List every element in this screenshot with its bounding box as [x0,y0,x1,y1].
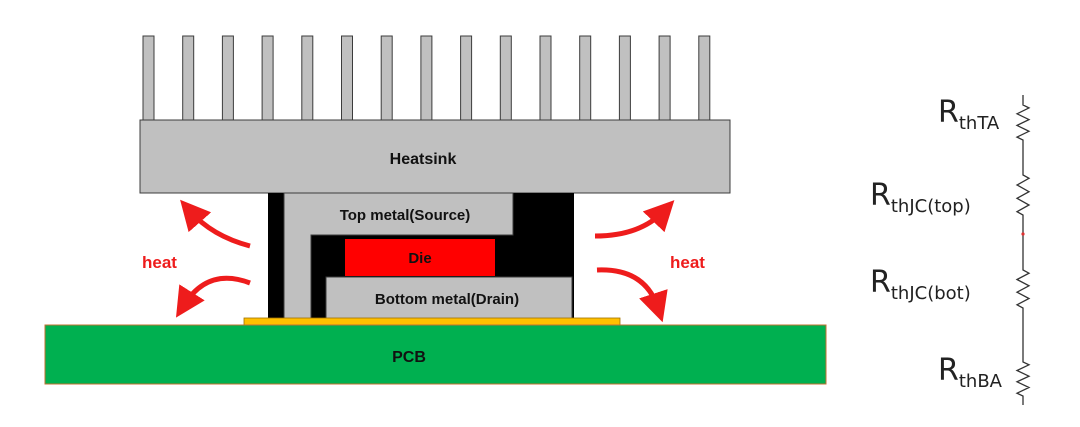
heat-arrow-left-upper [180,199,251,249]
thermal-resistance-network: RthTA RthJC(top) RthJC(bot) RthBA [870,95,1031,405]
top-metal-label: Top metal(Source) [340,207,471,224]
heatsink-fin [221,35,234,122]
pcb-board [44,324,827,385]
heatsink-fin [261,35,274,122]
heatsink-fin [301,35,314,122]
resistor-label-thJC-top: RthJC(top) [870,178,971,217]
heat-label-left: heat [142,253,177,272]
heatsink-fin [142,35,155,122]
heatsink-fin [380,35,393,122]
resistor-label-thBA: RthBA [938,353,1003,392]
heat-arrow-right-lower [596,267,668,323]
resistor-label-thJC-bot: RthJC(bot) [870,265,971,304]
resistor-label-thTA: RthTA [938,95,1000,134]
heat-arrow-right-upper [594,200,675,239]
heatsink-label: Heatsink [390,151,457,168]
heatsink-fins [142,35,711,122]
heat-arrow-left-lower [175,275,251,318]
die [345,239,495,276]
heatsink-fin [182,35,195,122]
resistor-chain [1015,95,1031,405]
die-label: Die [408,250,431,267]
pcb-label: PCB [392,349,426,366]
solder-layer [243,317,621,326]
bottom-metal-drain [325,276,573,320]
heatsink-fin [579,35,592,122]
heatsink-fin [539,35,552,122]
heatsink-fin [499,35,512,122]
node-dot [1021,232,1025,236]
heatsink-fin [420,35,433,122]
heatsink-base [139,119,731,194]
heatsink-fin [698,35,711,122]
heatsink-fin [618,35,631,122]
heatsink-fin [658,35,671,122]
bottom-metal-label: Bottom metal(Drain) [375,291,519,308]
heatsink-fin [460,35,473,122]
heatsink-fin [341,35,353,122]
heat-label-right: heat [670,253,705,272]
